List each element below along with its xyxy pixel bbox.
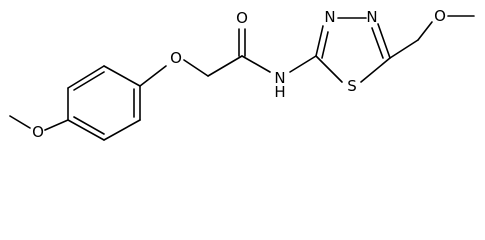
bond-ch2-o-right [417,21,433,41]
atom-n-amide: N [274,69,285,87]
bond-ch2-carbonyl [207,55,243,77]
atom-n-ring-1: N [324,8,335,26]
benzene-ring [67,65,141,141]
atom-o-ether: O [170,49,182,67]
atom-o-methoxy-right: O [434,7,446,25]
atom-s-ring: S [347,77,357,95]
thiadiazole-ring [315,17,391,83]
bond-o-left-ring [44,119,69,131]
bond-n-ring [289,55,317,73]
atom-o-carbonyl: O [236,9,248,27]
bond-ring-o-ether [139,65,167,87]
bond-ring-ch2-right [389,39,419,59]
bond-carbonyl-n [241,55,271,73]
bond-methyl-o-left [9,115,31,129]
atom-n-ring-2: N [366,8,377,26]
chemical-structure-diagram: O O O N H N N S O [9,7,475,141]
atom-h-amide: H [274,83,285,101]
atom-o-methoxy-left: O [32,123,44,141]
bond-o-ether-ch2 [183,59,209,77]
